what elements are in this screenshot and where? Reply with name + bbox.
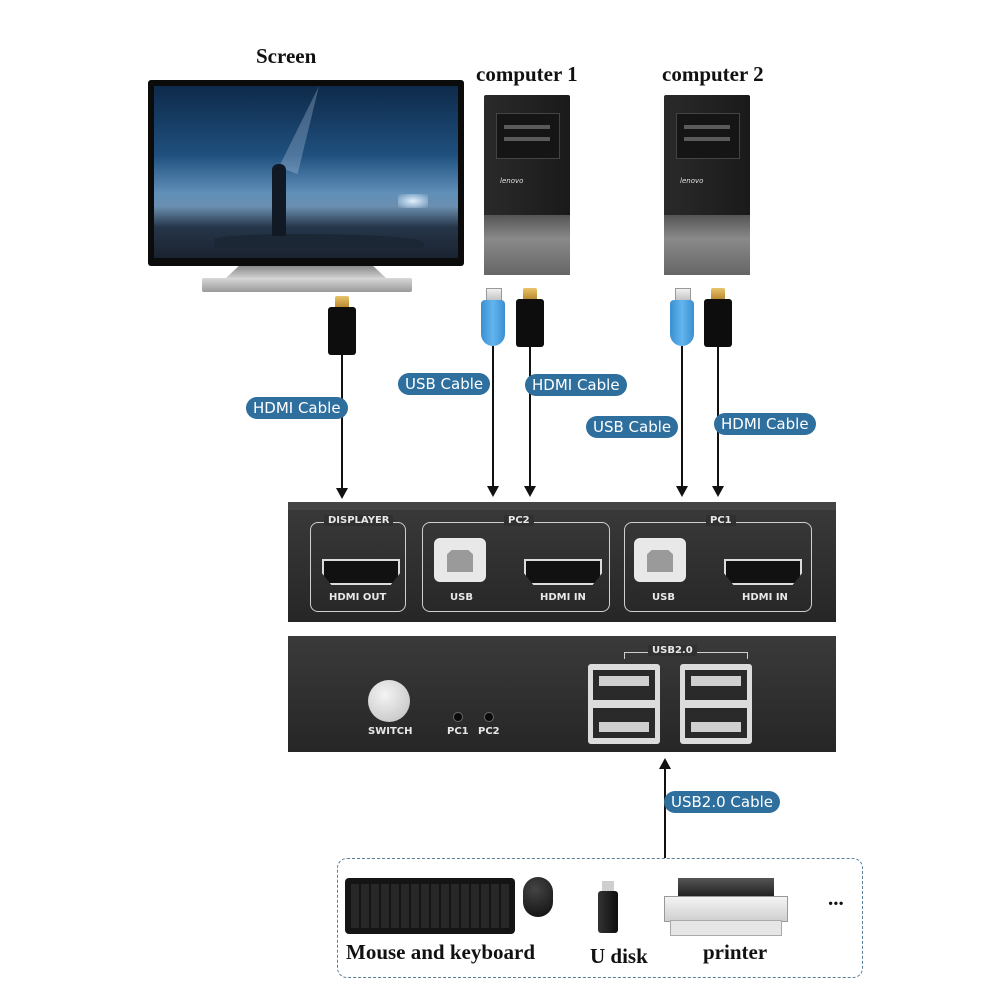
pc2-usb-plug: [670, 300, 694, 346]
pc2-usb-wire: [681, 346, 683, 487]
pc1-hdmi-plug: [516, 299, 544, 347]
peripherals-box: [337, 858, 863, 978]
pc2-led-label: PC2: [478, 726, 500, 737]
hdmi-out-label: HDMI OUT: [329, 592, 387, 603]
kvm-front-panel: SWITCH PC1 PC2 USB2.0: [288, 636, 836, 752]
pc2-led: [484, 712, 494, 722]
usb20-arrow: [659, 758, 671, 769]
pc1-hdmi-in-port: [724, 559, 802, 585]
udisk-image: [598, 891, 618, 933]
pc2-usb-arrow: [676, 486, 688, 497]
computer-1-title: computer 1: [476, 62, 578, 86]
pc2-title: PC2: [504, 515, 534, 526]
usb20-cable-label: USB2.0 Cable: [664, 791, 780, 813]
pc2-usb-cable-label: USB Cable: [586, 416, 679, 438]
more-devices-ellipsis: ...: [828, 886, 844, 910]
pc2-hdmi-arrow: [712, 486, 724, 497]
printer-image: [660, 878, 790, 936]
switch-label: SWITCH: [368, 726, 413, 737]
pc2-hdmi-plug: [704, 299, 732, 347]
computer-2-title: computer 2: [662, 62, 764, 86]
usb-a-port-stack-left: [588, 664, 660, 744]
person-silhouette: [272, 164, 286, 236]
kvm-back-panel: DISPLAYER HDMI OUT PC2 USB HDMI IN PC1 U…: [288, 502, 836, 622]
usb20-wire: [664, 768, 666, 858]
pc1-hdmi-label: HDMI IN: [742, 592, 788, 603]
pc2-hdmi-label: HDMI IN: [540, 592, 586, 603]
hdmi-out-port: [322, 559, 400, 585]
pc2-hdmi-in-port: [524, 559, 602, 585]
pc1-hdmi-plug-tip: [523, 288, 537, 300]
pc1-led: [453, 712, 463, 722]
screen-hdmi-cable-label: HDMI Cable: [246, 397, 348, 419]
switch-button[interactable]: [368, 680, 410, 722]
pc1-usb-arrow: [487, 486, 499, 497]
computer-1-brand: lenovo: [500, 177, 524, 185]
computer-1-tower: lenovo: [484, 95, 570, 275]
pc1-title: PC1: [706, 515, 736, 526]
usb-a-port-stack-right: [680, 664, 752, 744]
mouse-keyboard-label: Mouse and keyboard: [346, 940, 536, 964]
pc1-usb-plug: [481, 300, 505, 346]
pc1-usb-wire: [492, 346, 494, 487]
pc2-hdmi-cable-label: HDMI Cable: [714, 413, 816, 435]
pc2-usb-port: [434, 538, 486, 582]
screen-hdmi-arrow: [336, 488, 348, 499]
udisk-label: U disk: [590, 944, 648, 968]
computer-2-tower: lenovo: [664, 95, 750, 275]
monitor-stand-base: [202, 278, 412, 292]
screen-title: Screen: [256, 44, 317, 68]
pc1-usb-port: [634, 538, 686, 582]
keyboard-image: [345, 878, 515, 934]
pc1-hdmi-wire: [529, 347, 531, 487]
screen-hdmi-plug: [328, 307, 356, 355]
pc1-led-label: PC1: [447, 726, 469, 737]
usb20-group-title: USB2.0: [648, 645, 697, 656]
pc1-hdmi-cable-label: HDMI Cable: [525, 374, 627, 396]
monitor-screen-image: [154, 86, 458, 258]
pc1-usb-label: USB: [652, 592, 675, 603]
screen-hdmi-plug-tip: [335, 296, 349, 308]
pc1-hdmi-arrow: [524, 486, 536, 497]
screen-hdmi-wire: [341, 355, 343, 489]
monitor-stand-neck: [226, 266, 386, 278]
computer-2-brand: lenovo: [680, 177, 704, 185]
displayer-title: DISPLAYER: [324, 515, 394, 526]
printer-label: printer: [703, 940, 768, 964]
udisk-cap: [602, 881, 614, 891]
pc1-usb-cable-label: USB Cable: [398, 373, 491, 395]
pc2-usb-label: USB: [450, 592, 473, 603]
pc2-hdmi-plug-tip: [711, 288, 725, 300]
monitor: [148, 80, 464, 266]
mouse-image: [523, 877, 553, 917]
